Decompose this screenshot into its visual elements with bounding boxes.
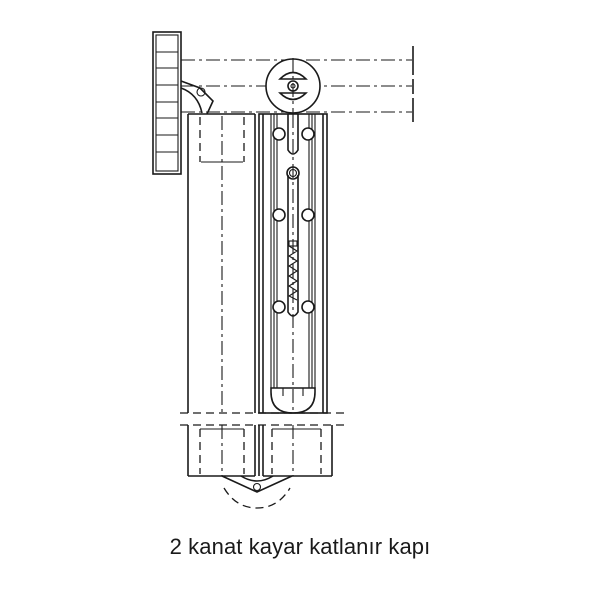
pivot-hinge-bracket [180, 80, 214, 115]
ceiling-track [152, 31, 182, 175]
lower-panels [187, 425, 333, 477]
bottom-pivot-guide [221, 475, 293, 509]
left-door-panel [187, 113, 256, 413]
track-centerlines [181, 46, 414, 122]
break-lines [180, 412, 345, 426]
diagram-caption: 2 kanat kayar katlanır kapı [169, 534, 431, 559]
top-guide-roller [265, 58, 321, 114]
right-door-panel [258, 113, 328, 414]
